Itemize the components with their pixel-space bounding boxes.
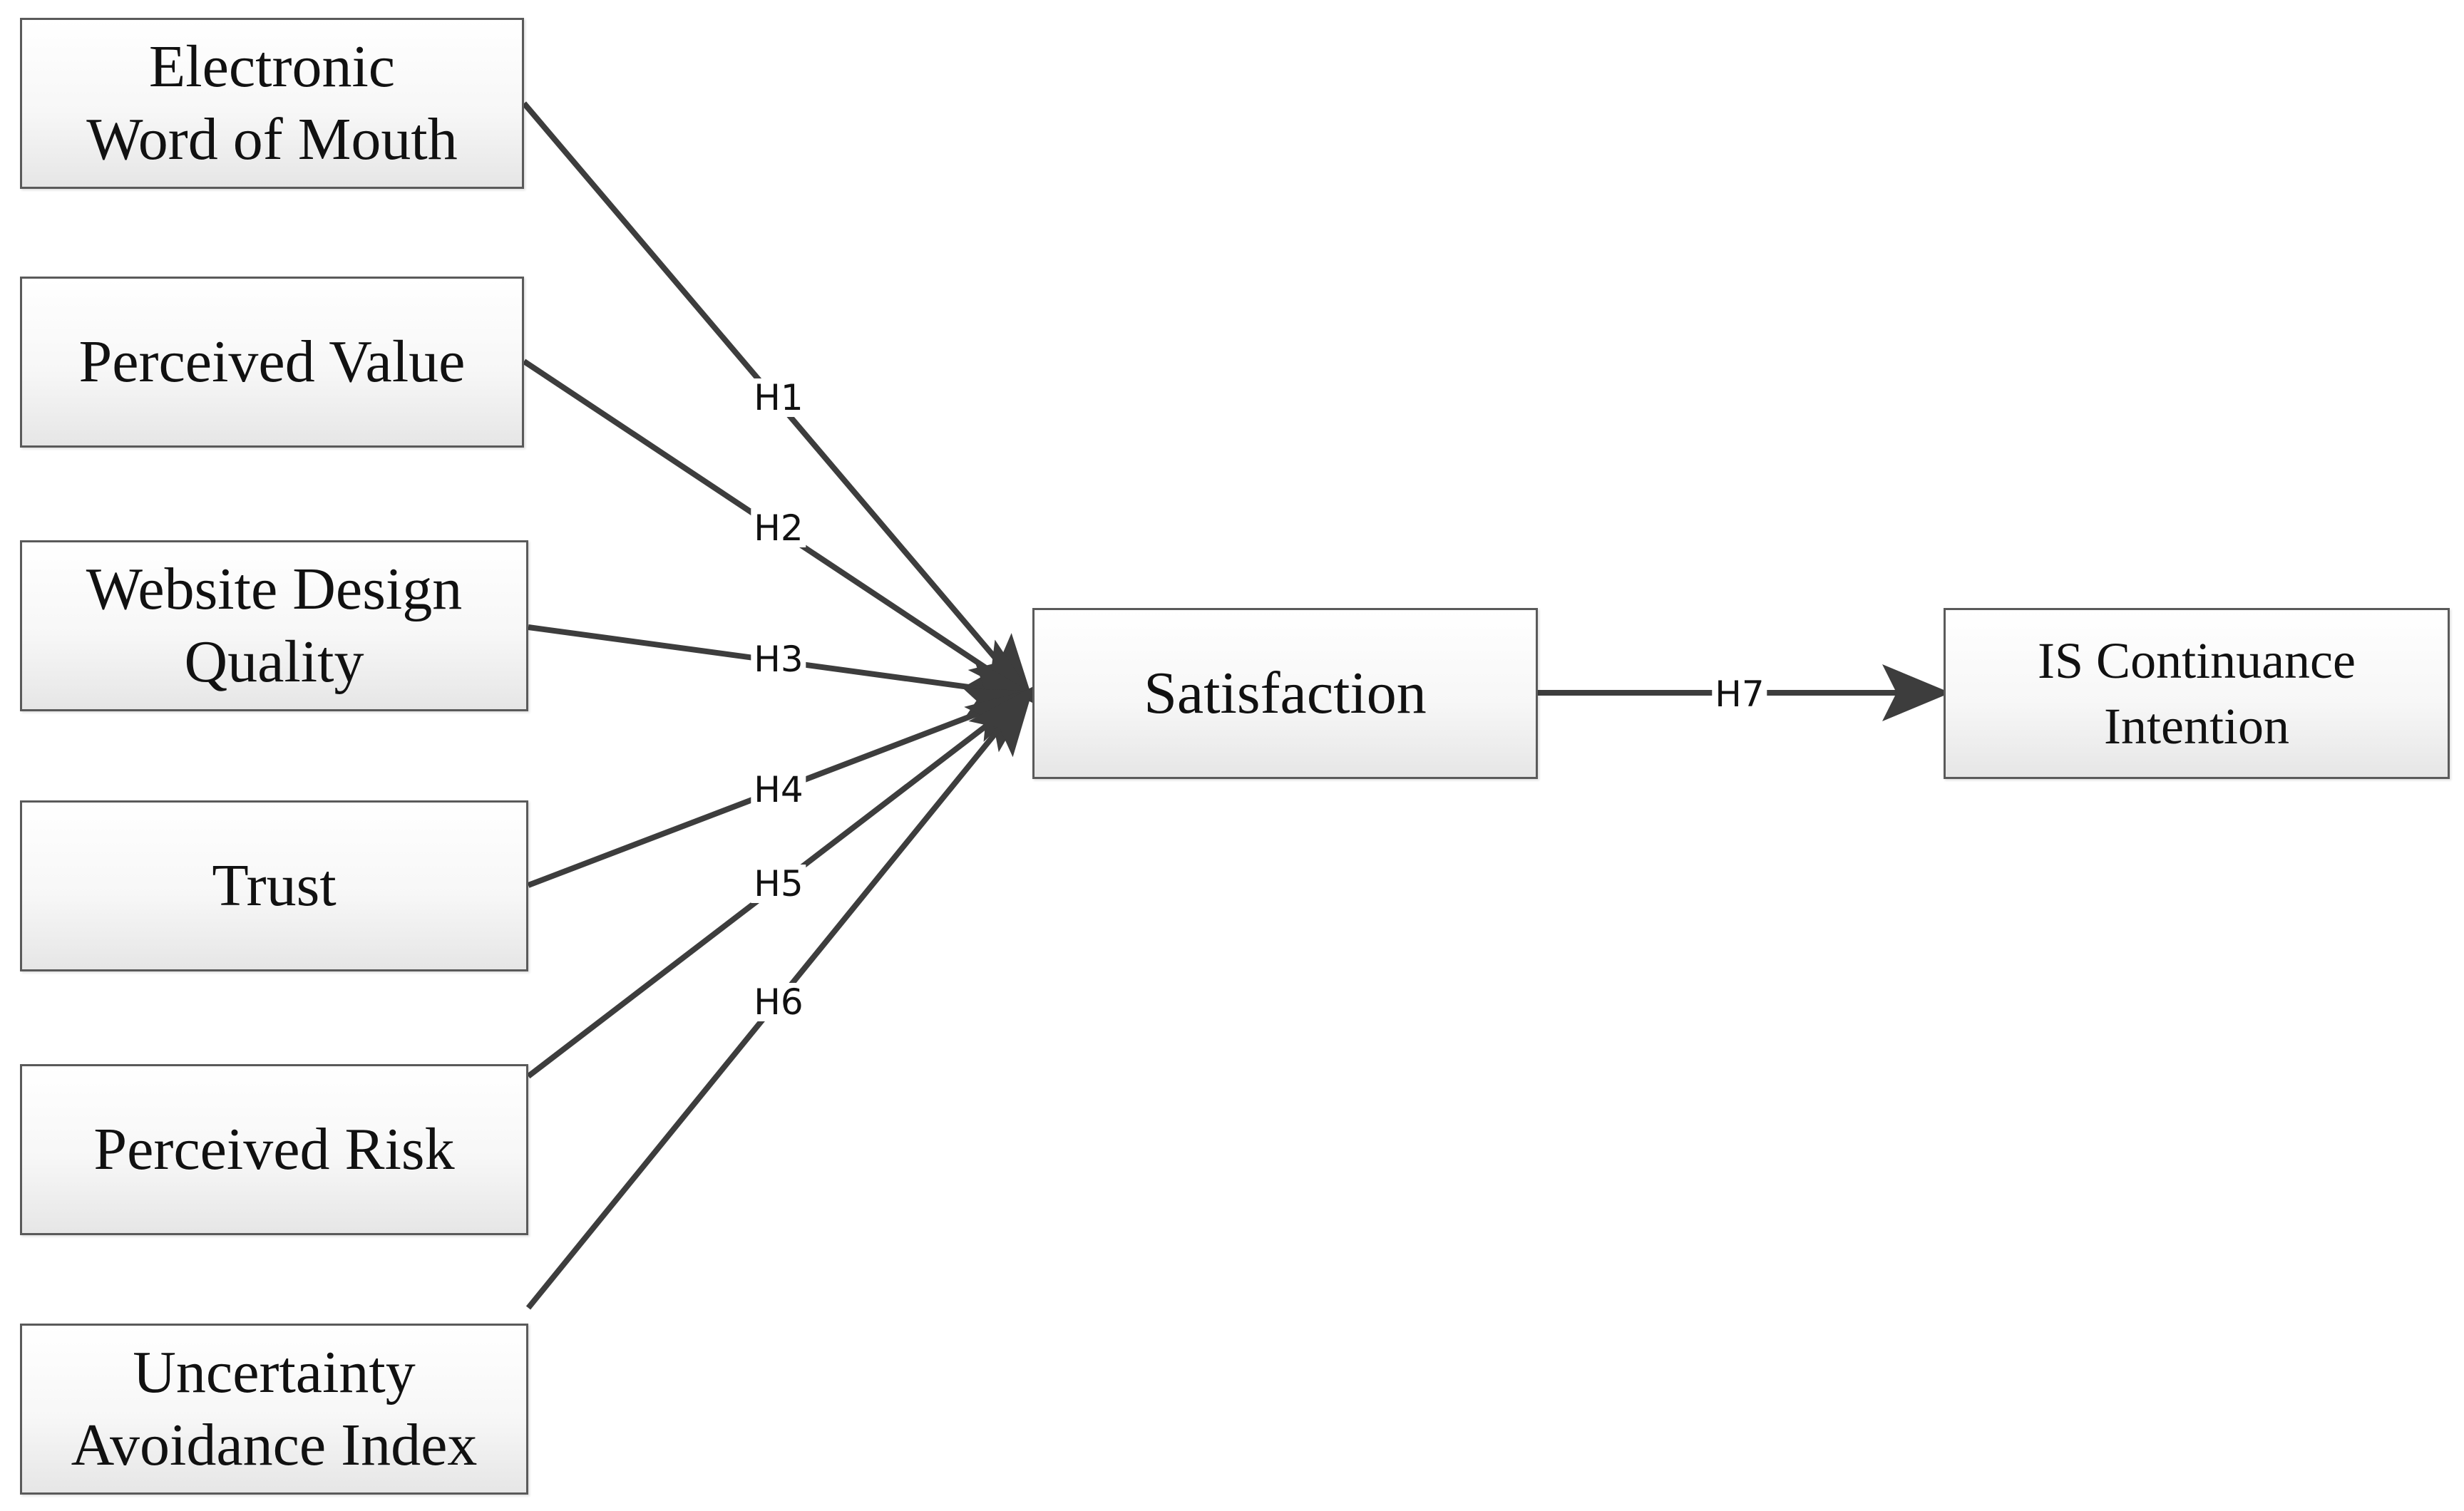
edge-label-h3: H3 [751,640,806,679]
node-label: Uncertainty Avoidance Index [71,1339,478,1478]
node-trust: Trust [20,800,528,971]
node-label: Perceived Value [78,328,466,395]
node-label: Website Design Quality [86,555,463,695]
node-label: Trust [212,852,337,919]
edge-label-h7: H7 [1712,675,1767,713]
edge-label-h1: H1 [751,378,806,417]
node-label: Electronic Word of Mouth [86,33,458,172]
node-electronic-word-of-mouth: Electronic Word of Mouth [20,18,524,189]
edge-label-h2: H2 [751,509,806,547]
node-perceived-value: Perceived Value [20,277,524,448]
node-is-continuance-intention: IS Continuance Intention [1944,608,2450,779]
node-satisfaction: Satisfaction [1032,608,1538,779]
node-website-design-quality: Website Design Quality [20,540,528,711]
node-uncertainty-avoidance-index: Uncertainty Avoidance Index [20,1324,528,1495]
edge-label-h5: H5 [751,865,806,903]
edge-label-h6: H6 [751,983,806,1021]
edge-label-h4: H4 [751,770,806,809]
node-perceived-risk: Perceived Risk [20,1064,528,1235]
node-label: IS Continuance Intention [2038,631,2356,755]
node-label: Perceived Risk [93,1115,455,1182]
node-label: Satisfaction [1144,659,1427,726]
